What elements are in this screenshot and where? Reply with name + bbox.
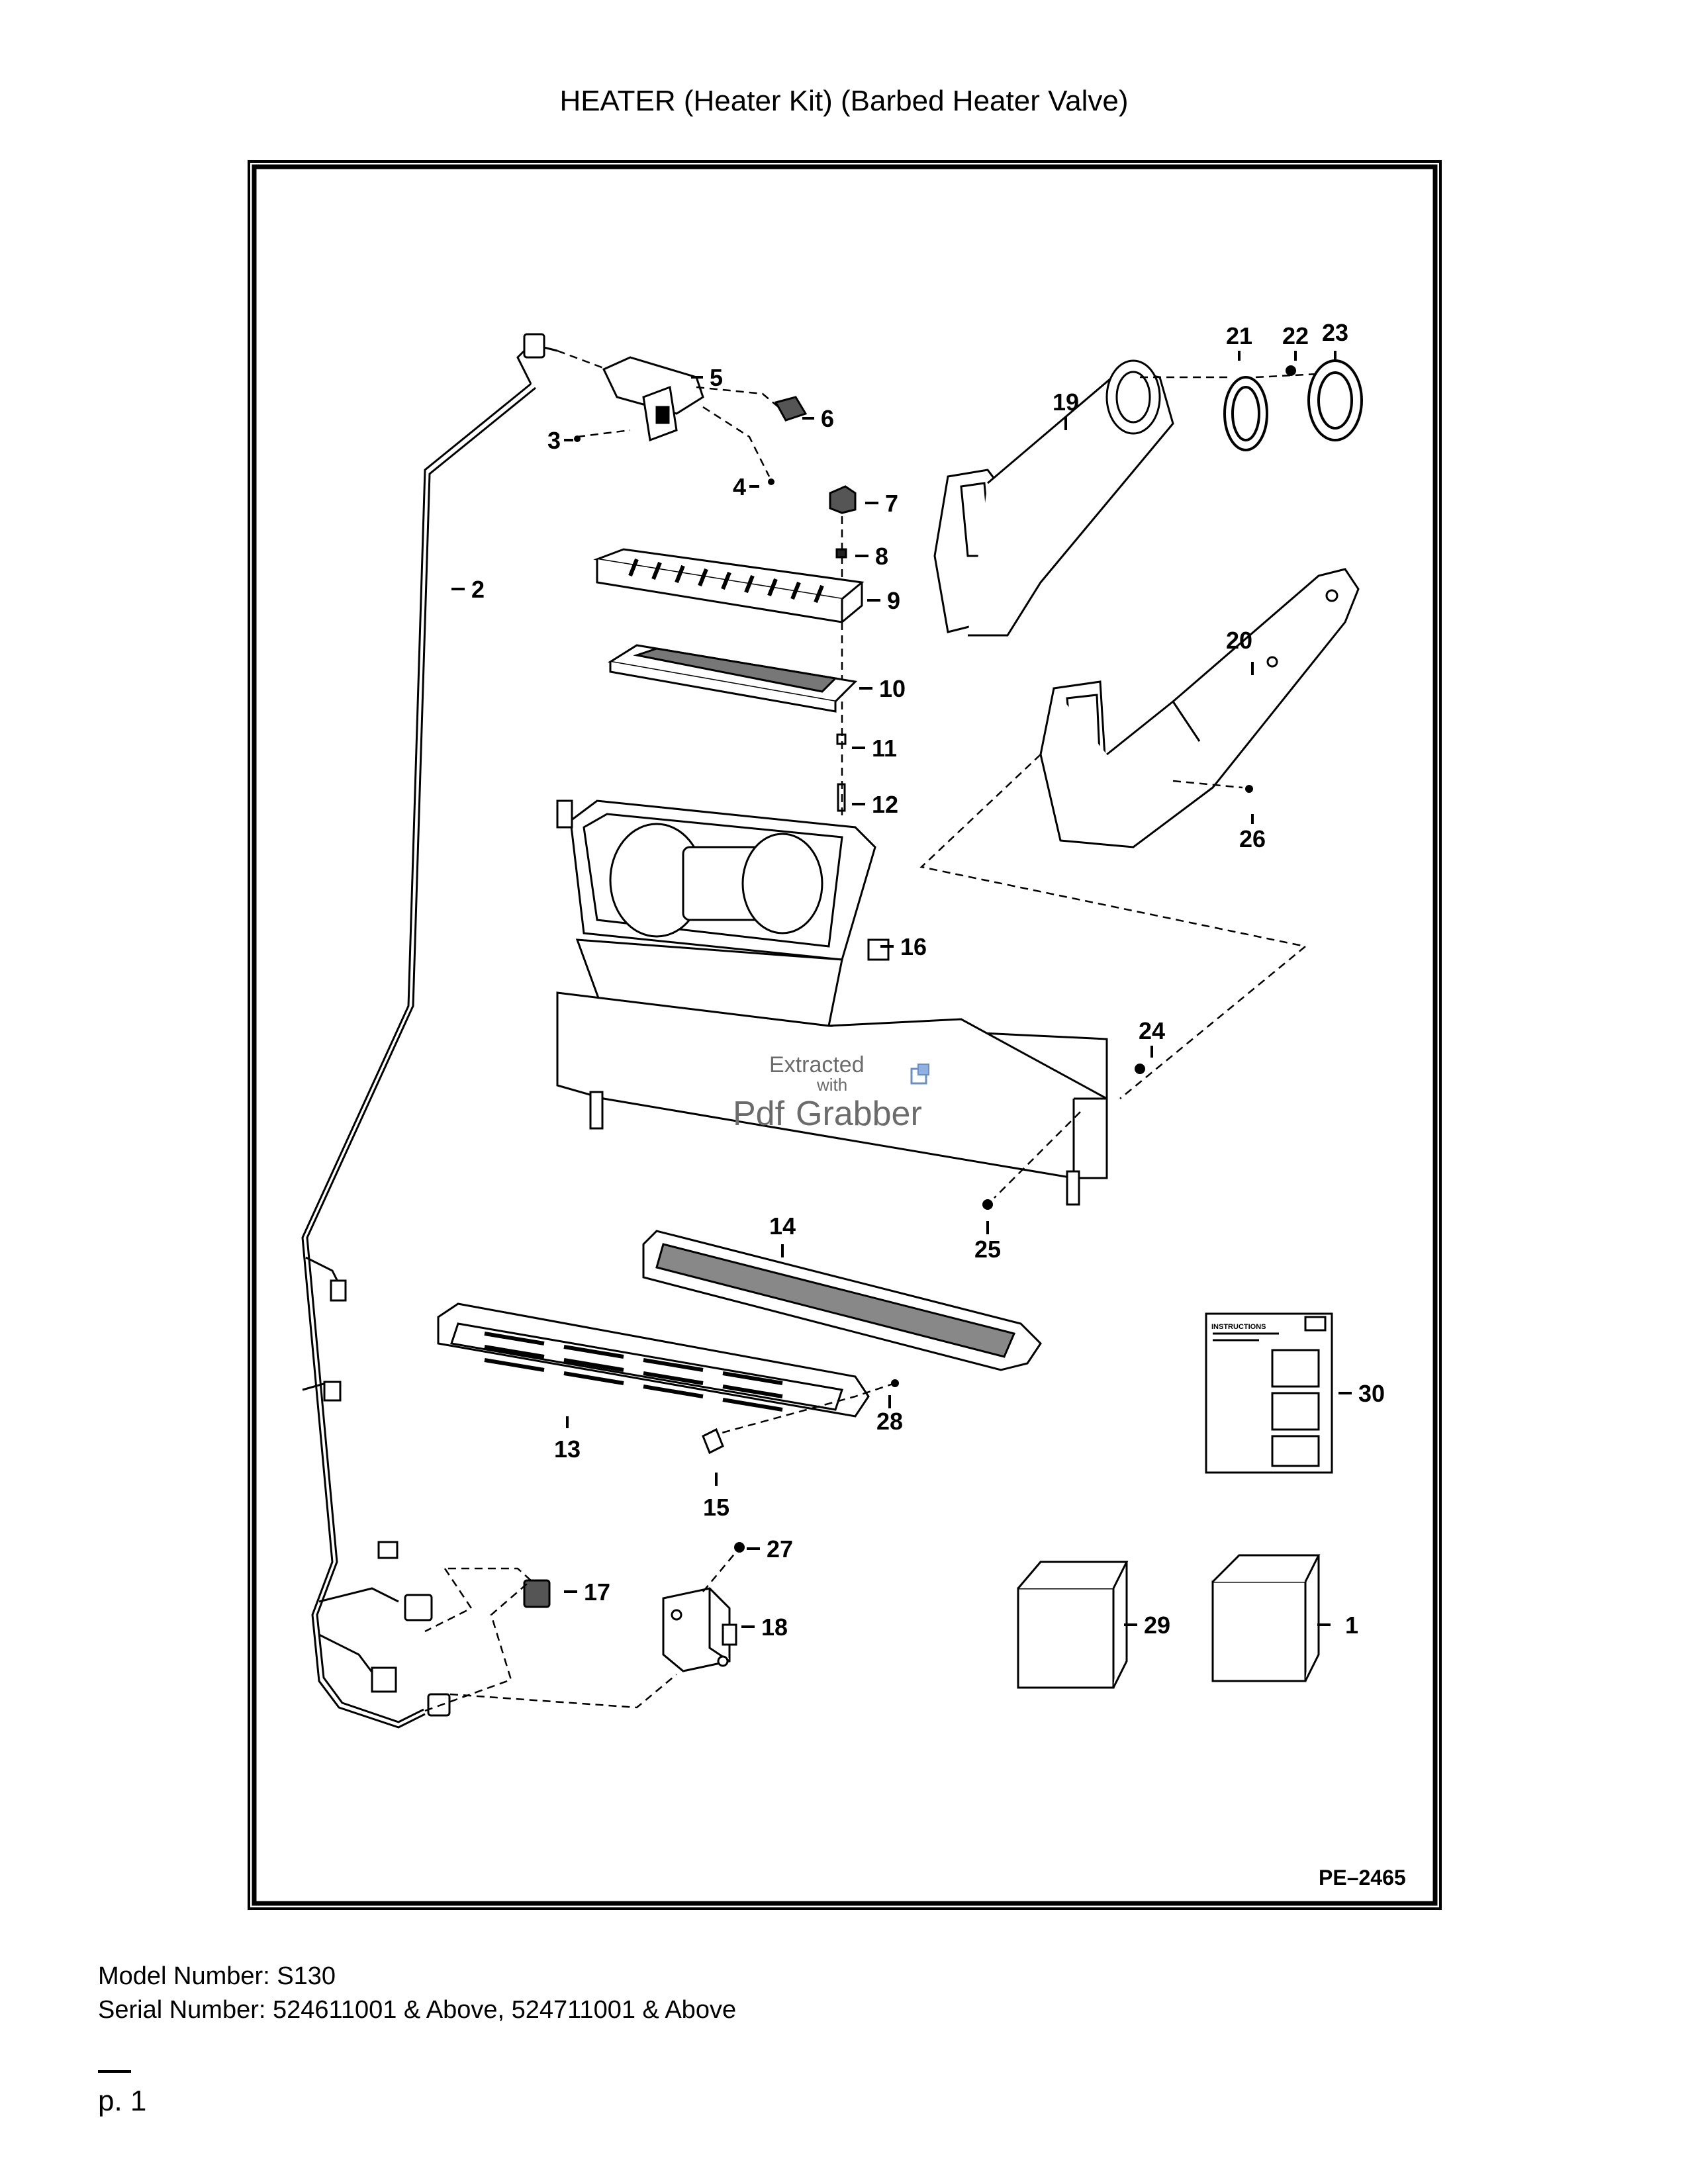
- callout-ticks: [451, 351, 1352, 1628]
- duct-20: [1039, 568, 1360, 848]
- diagram-id-label: PE–2465: [1319, 1866, 1406, 1889]
- lower-dashed-leaders: [424, 1551, 737, 1712]
- callout-11: 11: [872, 735, 897, 762]
- watermark-extracted: Extracted: [769, 1052, 865, 1077]
- callout-6: 6: [821, 405, 834, 432]
- callout-2: 2: [471, 576, 485, 603]
- callout-19: 19: [1053, 388, 1079, 416]
- washer-28: [891, 1379, 899, 1387]
- callout-29: 29: [1144, 1612, 1170, 1639]
- callout-28: 28: [876, 1408, 903, 1435]
- callout-10: 10: [879, 675, 906, 702]
- frame-outer: [248, 160, 1442, 1910]
- page-divider: [98, 2070, 131, 2073]
- screw-26: [1245, 785, 1253, 793]
- nut-27: [734, 1542, 745, 1553]
- callout-12: 12: [872, 791, 898, 818]
- callout-4: 4: [733, 473, 746, 500]
- parts-diagram: INSTRUCTIONS: [246, 159, 1443, 1911]
- screw-3: [574, 435, 581, 442]
- callout-24: 24: [1139, 1017, 1165, 1044]
- duct-19: [933, 359, 1174, 637]
- kit-box-29: [1017, 1561, 1129, 1689]
- watermark-with: with: [816, 1075, 847, 1095]
- heater-valve-18: [662, 1587, 737, 1672]
- model-number: Model Number: S130: [98, 1962, 336, 1990]
- callout-23: 23: [1322, 319, 1348, 346]
- callout-18: 18: [761, 1614, 788, 1641]
- duct-bottom-leaders: [919, 754, 1306, 1099]
- callout-8: 8: [875, 543, 888, 570]
- watermark-brand-pdf: Pdf: [733, 1095, 785, 1133]
- wire-harness: [301, 343, 558, 1729]
- relay-17: [523, 1579, 551, 1608]
- filter-10: [607, 644, 858, 713]
- louver-slats-9: [628, 558, 824, 604]
- callout-14: 14: [769, 1212, 796, 1240]
- watermark-logo-icon-inner: [917, 1064, 929, 1075]
- switch-dashed-leaders: [557, 349, 783, 477]
- grille-14: [642, 1230, 1042, 1371]
- exploded-view-drawing: INSTRUCTIONS: [248, 160, 1442, 1910]
- pdfgrabber-watermark: Extracted with Pdf Grabber: [733, 1052, 929, 1133]
- callout-9: 9: [887, 587, 900, 614]
- page-title: HEATER (Heater Kit) (Barbed Heater Valve…: [559, 85, 1129, 117]
- callout-numbers: 1 2 3 4 5 6 7 8 9 10 11 12 13 14 15 16 1…: [471, 319, 1385, 1641]
- nut-25: [982, 1199, 993, 1210]
- callout-22: 22: [1282, 322, 1309, 349]
- screw-4: [768, 478, 774, 485]
- callout-27: 27: [767, 1535, 793, 1563]
- callout-1: 1: [1345, 1612, 1358, 1639]
- callout-16: 16: [900, 933, 927, 960]
- callout-15: 15: [703, 1494, 729, 1521]
- callout-17: 17: [584, 1578, 610, 1606]
- switch-assembly: [602, 356, 808, 442]
- instructions-label: INSTRUCTIONS: [1211, 1323, 1266, 1331]
- watermark-brand-grabber: Grabber: [796, 1095, 922, 1133]
- knob-15: [702, 1428, 724, 1455]
- nut-24: [1135, 1064, 1145, 1074]
- callout-21: 21: [1226, 322, 1252, 349]
- callout-7: 7: [885, 490, 898, 517]
- callout-20: 20: [1226, 627, 1252, 654]
- callout-5: 5: [710, 364, 723, 391]
- callout-3: 3: [547, 427, 561, 454]
- page-number: p. 1: [98, 2085, 147, 2117]
- duct-rings: [1223, 359, 1363, 451]
- frame-inner: [252, 164, 1438, 1906]
- grille-13-slots: [484, 1332, 783, 1412]
- serial-number: Serial Number: 524611001 & Above, 524711…: [98, 1996, 737, 2024]
- instructions-sheet-30: [1205, 1312, 1333, 1474]
- harness-connectors: [323, 333, 545, 1717]
- callout-26: 26: [1239, 825, 1266, 852]
- callout-30: 30: [1358, 1380, 1385, 1407]
- heater-box-16: [556, 799, 1108, 1206]
- kit-box-1: [1211, 1554, 1321, 1682]
- callout-25: 25: [974, 1236, 1001, 1263]
- callout-13: 13: [554, 1435, 581, 1463]
